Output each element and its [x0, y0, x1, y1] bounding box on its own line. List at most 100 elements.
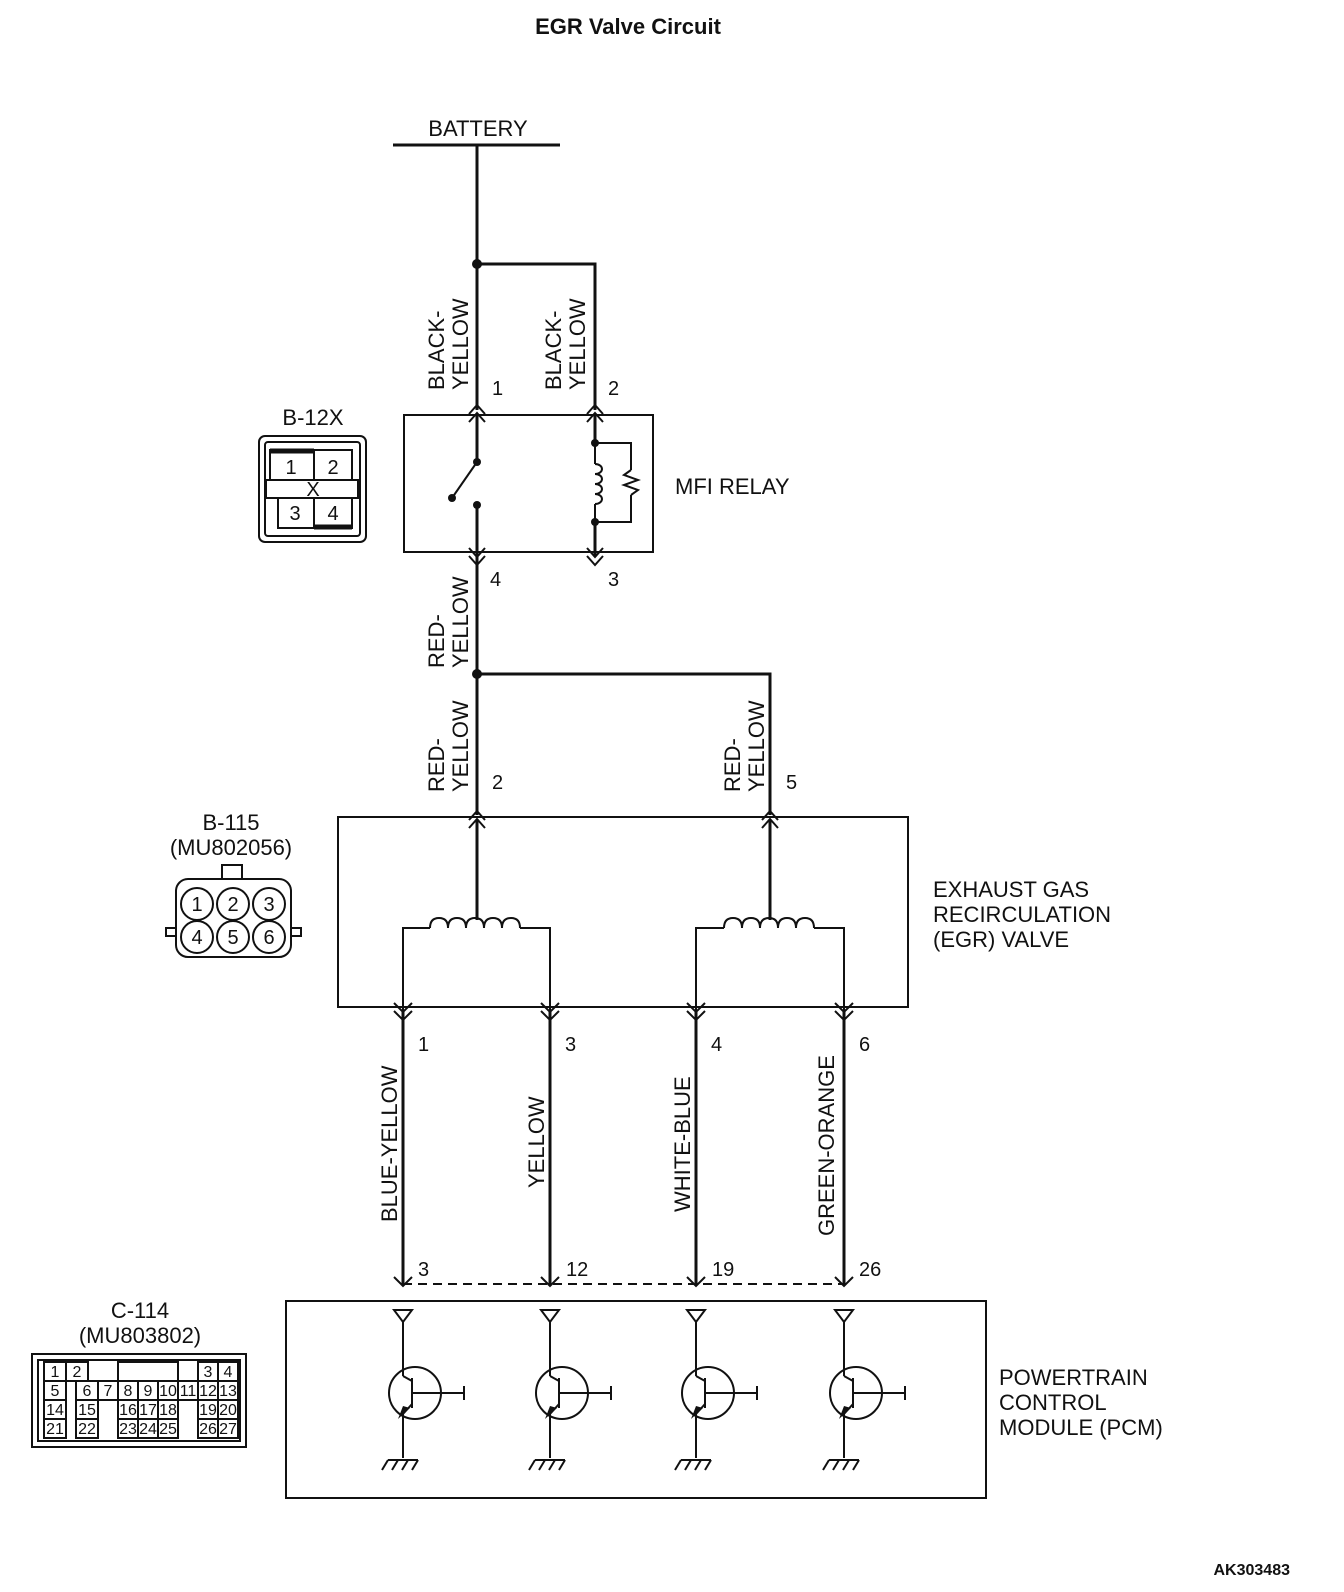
pcm-transistor-2 — [528, 1309, 612, 1471]
wire-label-white-blue: WHITE-BLUE — [670, 1076, 695, 1212]
connector-c114: C-114 (MU803802) — [31, 1298, 247, 1448]
valve-terminal-arrows — [393, 809, 854, 1022]
c114-pin: 14 — [46, 1402, 64, 1419]
relay-terminal-arrows — [468, 403, 604, 567]
battery-wires — [472, 145, 597, 410]
wire-label-green-orange: GREEN-ORANGE — [814, 1055, 839, 1236]
c114-pin: 13 — [219, 1383, 237, 1400]
relay-coil — [591, 413, 641, 557]
valve-pin-6: 6 — [859, 1034, 870, 1056]
c114-pin: 23 — [119, 1421, 137, 1438]
splice-dot — [472, 259, 482, 269]
c114-pin: 3 — [204, 1364, 213, 1381]
c114-pin: 25 — [159, 1421, 177, 1438]
relay-pin-2: 2 — [608, 378, 619, 400]
wire-label-bat-relay2-a: BLACK- — [541, 311, 566, 390]
b12x-mid: X — [306, 479, 319, 501]
connector-c114-label: C-114 — [111, 1298, 169, 1323]
battery-label: BATTERY — [428, 116, 528, 141]
pcm-pin-3: 3 — [418, 1259, 429, 1281]
b115-pin-2: 2 — [227, 894, 238, 916]
c114-pin: 12 — [199, 1383, 217, 1400]
valve-pin-4: 4 — [711, 1034, 722, 1056]
wire-label-yellow: YELLOW — [524, 1096, 549, 1188]
c114-pin: 10 — [159, 1383, 177, 1400]
connector-b115-part: (MU802056) — [170, 835, 292, 860]
relay-pin-4: 4 — [490, 569, 501, 591]
connector-b12x: B-12X 1 2 X 3 4 — [258, 405, 367, 543]
connector-b12x-label: B-12X — [282, 405, 343, 430]
c114-pin: 20 — [219, 1402, 237, 1419]
c114-pin: 7 — [104, 1383, 113, 1400]
wire-label-relay4-a: RED- — [424, 614, 449, 668]
connector-c114-part: (MU803802) — [79, 1323, 201, 1348]
connector-b115: B-115 (MU802056) 1 2 3 4 5 6 — [165, 810, 302, 958]
wire-label-valve2-b: YELLOW — [448, 700, 473, 792]
wire-label-relay4-b: YELLOW — [448, 576, 473, 668]
c114-pin: 26 — [199, 1421, 217, 1438]
pcm-transistor-4 — [822, 1309, 906, 1471]
relay-switch — [448, 413, 481, 557]
b12x-pin-1: 1 — [285, 457, 296, 479]
figure-code: AK303483 — [1214, 1562, 1291, 1579]
b12x-pin-3: 3 — [289, 503, 300, 525]
pcm-box — [285, 1300, 987, 1499]
pcm-connector-arrows — [393, 1276, 854, 1288]
c114-pin: 27 — [219, 1421, 237, 1438]
b115-pin-5: 5 — [227, 927, 238, 949]
relay-pin-1: 1 — [492, 378, 503, 400]
wire-label-valve5-a: RED- — [720, 738, 745, 792]
c114-cells — [43, 1361, 239, 1439]
c114-pin: 8 — [124, 1383, 133, 1400]
c114-pin: 24 — [139, 1421, 157, 1438]
pcm-label-1: POWERTRAIN — [999, 1365, 1148, 1390]
c114-pin: 17 — [139, 1402, 157, 1419]
b115-pin-4: 4 — [191, 927, 202, 949]
valve-pin-5: 5 — [786, 772, 797, 794]
c114-pin: 4 — [224, 1364, 233, 1381]
mfi-relay-label: MFI RELAY — [675, 474, 790, 499]
wire-label-blue-yellow: BLUE-YELLOW — [377, 1065, 402, 1222]
splice-dot-2 — [472, 669, 482, 679]
wire-label-bat-relay1-a: BLACK- — [424, 311, 449, 390]
b12x-pin-4: 4 — [327, 503, 338, 525]
c114-pin: 11 — [180, 1383, 197, 1400]
pcm-label-3: MODULE (PCM) — [999, 1415, 1163, 1440]
c114-pin: 22 — [78, 1421, 96, 1438]
egr-coil-a — [402, 819, 551, 1012]
egr-valve-label-2: RECIRCULATION — [933, 902, 1111, 927]
wire-label-bat-relay2-b: YELLOW — [565, 298, 590, 390]
wire-label-valve5-b: YELLOW — [744, 700, 769, 792]
pcm-transistor-1 — [381, 1309, 465, 1471]
c114-pin: 15 — [78, 1402, 96, 1419]
relay-pin-3: 3 — [608, 569, 619, 591]
wire-label-bat-relay1-b: YELLOW — [448, 298, 473, 390]
c114-pin: 18 — [159, 1402, 177, 1419]
c114-pin: 21 — [46, 1421, 64, 1438]
egr-coil-b — [695, 819, 845, 1012]
c114-pin: 16 — [119, 1402, 137, 1419]
c114-pin: 9 — [144, 1383, 153, 1400]
b115-pin-3: 3 — [263, 894, 274, 916]
wire-label-valve2-a: RED- — [424, 738, 449, 792]
diagram-title: EGR Valve Circuit — [535, 14, 722, 39]
valve-pin-2: 2 — [492, 772, 503, 794]
valve-pin-1: 1 — [418, 1034, 429, 1056]
b115-pin-1: 1 — [191, 894, 202, 916]
egr-valve-box — [337, 816, 909, 1008]
pcm-pin-26: 26 — [859, 1259, 881, 1281]
pcm-pin-19: 19 — [712, 1259, 734, 1281]
c114-pin: 6 — [83, 1383, 92, 1400]
c114-pin: 2 — [73, 1364, 82, 1381]
mfi-relay-box — [403, 414, 654, 553]
egr-valve-label-1: EXHAUST GAS — [933, 877, 1089, 902]
pcm-transistor-3 — [674, 1309, 758, 1471]
c114-pin: 19 — [199, 1402, 217, 1419]
relay-to-valve-wires — [472, 557, 772, 815]
connector-b115-label: B-115 — [202, 810, 259, 835]
b115-pin-6: 6 — [263, 927, 274, 949]
c114-pin: 5 — [51, 1383, 60, 1400]
valve-to-pcm-wires — [401, 1012, 846, 1286]
b12x-pin-2: 2 — [327, 457, 338, 479]
